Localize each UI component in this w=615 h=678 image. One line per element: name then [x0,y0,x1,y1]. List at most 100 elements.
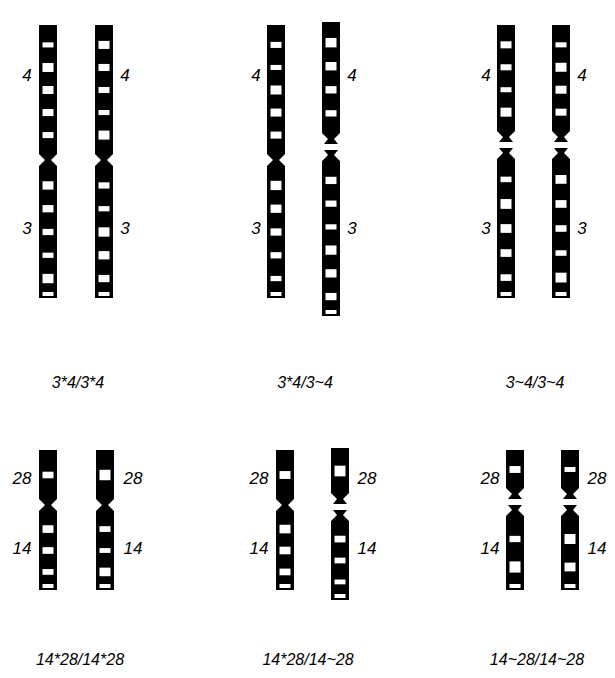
chromosome-band [556,273,567,283]
chromosome-arm [322,22,340,144]
chromosome-band [100,548,111,553]
chromosome-band [501,64,512,70]
chromosome-number: 3 [481,220,490,237]
fused-chromosome [276,450,294,590]
chromosome-band [271,276,282,281]
chromosome-band [326,177,337,184]
chromosome-number: 4 [577,67,586,84]
chromosome-number: 28 [250,470,269,487]
chromosome-band [43,109,54,116]
chromosome-band [43,569,54,575]
chromosome-band [501,87,512,92]
chromosome-band [43,472,54,479]
chromosome-band [271,109,282,117]
chromosome-number: 3 [22,220,31,237]
chromosome-band [326,245,337,254]
chromosome-band [326,110,337,116]
chromosome-arm [552,148,570,298]
chromosome-band [556,200,567,208]
chromosome-band [326,269,337,277]
chromosome-number: 14 [13,540,32,557]
chromosome-band [501,177,512,183]
chromosome-band [501,224,512,233]
chromosome-number: 4 [22,67,31,84]
chromosome-number: 4 [120,67,129,84]
chromosome-band [556,292,567,296]
chromosome-number: 4 [251,67,260,84]
chromosome-band [43,132,54,138]
chromosome-number: 3 [251,220,260,237]
chromosome-band [100,470,111,480]
chromosome-number: 14 [588,540,607,557]
chromosome-band [43,292,54,296]
chromosome-band [565,563,576,572]
chromosome-band [271,228,282,235]
chromosome-arm [322,150,340,316]
chromosome-band [335,466,346,477]
chromosome-number: 28 [358,470,377,487]
karyotype-caption: 14*28/14*28 [36,652,124,668]
chromosome-arm [497,148,515,298]
chromosome-band [99,292,110,296]
chromosome-band [335,536,346,543]
karyotype-caption: 14*28/14~28 [262,652,353,668]
chromosome-number: 3 [347,220,356,237]
chromosome-band [43,181,54,189]
chromosome-band [280,584,291,588]
fused-chromosome [267,25,285,298]
chromosome-band [556,250,567,256]
chromosome-band [510,584,521,588]
chromosome-band [99,227,110,236]
chromosome-band [501,292,512,296]
chromosome-band [99,41,110,49]
chromosome-band [335,580,346,585]
chromosome-band [510,466,521,473]
chromosome-band [99,275,110,282]
karyotype-caption: 3*4/3~4 [277,375,333,391]
chromosome-band [43,86,54,94]
chromosome-band [280,471,291,479]
karyotype-caption: 3*4/3*4 [52,375,105,391]
chromosome-band [335,594,346,598]
fused-chromosome [39,25,57,298]
chromosome-band [271,205,282,213]
chromosome-band [280,525,291,534]
chromosome-band [501,249,512,257]
chromosome-band [556,225,567,232]
chromosome-band [565,534,576,544]
fused-chromosome [39,450,57,590]
chromosome-number: 4 [347,67,356,84]
chromosome-band [43,229,54,235]
chromosome-band [271,42,282,48]
chromosome-band [99,182,110,188]
chromosome-number: 3 [120,220,129,237]
chromosome-number: 14 [358,540,377,557]
chromosome-band [99,251,110,259]
chromosome-band [43,42,54,47]
chromosome-band [556,109,567,116]
chromosome-band [326,201,337,207]
chromosome-band [99,131,110,140]
chromosome-number: 14 [124,540,143,557]
chromosome-arm [331,448,349,504]
chromosome-band [100,526,111,532]
chromosome-number: 28 [481,470,500,487]
chromosome-band [43,525,54,533]
chromosome-arm [561,450,579,499]
chromosome-band [326,86,337,93]
chromosome-band [556,175,567,184]
chromosome-band [43,274,54,283]
chromosome-band [99,110,110,115]
chromosome-number: 14 [250,540,269,557]
fused-chromosome [96,450,114,590]
chromosome-band [43,63,54,72]
chromosome-arm [331,510,349,600]
chromosome-band [99,87,110,93]
chromosome-band [556,86,567,94]
chromosome-band [280,569,291,576]
chromosome-band [100,568,111,577]
chromosome-band [326,38,337,47]
chromosome-band [271,252,282,258]
chromosome-band [271,132,282,139]
